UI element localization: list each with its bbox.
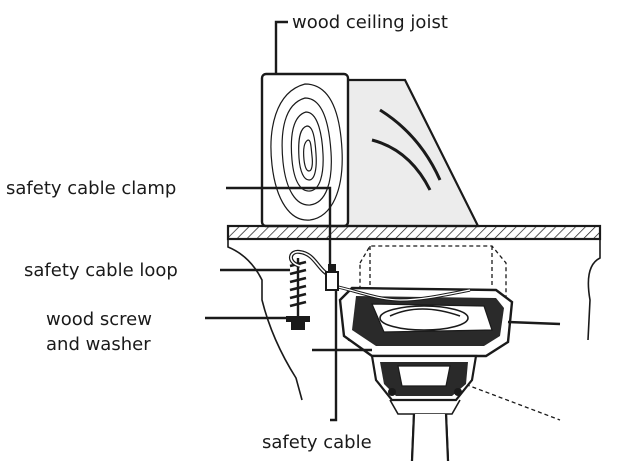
wood-ceiling-joist	[260, 72, 480, 228]
wood-grain-rings	[270, 83, 343, 221]
leader-clamp	[226, 186, 332, 264]
leader-joist	[274, 20, 288, 74]
leader-cable	[330, 290, 338, 422]
fan-hanger-ball	[370, 354, 478, 415]
label-safety-cable-clamp: safety cable clamp	[6, 178, 176, 199]
label-wood-ceiling-joist: wood ceiling joist	[292, 12, 448, 33]
label-safety-cable-loop: safety cable loop	[24, 260, 178, 281]
label-wood-screw: wood screw	[46, 309, 152, 330]
fan-mounting-bracket	[312, 286, 561, 358]
label-and-washer: and washer	[46, 334, 151, 355]
callout-leader-lines	[205, 20, 338, 422]
fan-downrod	[410, 413, 450, 461]
ceiling-board	[226, 224, 602, 401]
safety-cable	[289, 249, 471, 302]
label-safety-cable: safety cable	[262, 432, 372, 453]
safety-cable-clamp	[325, 264, 339, 291]
